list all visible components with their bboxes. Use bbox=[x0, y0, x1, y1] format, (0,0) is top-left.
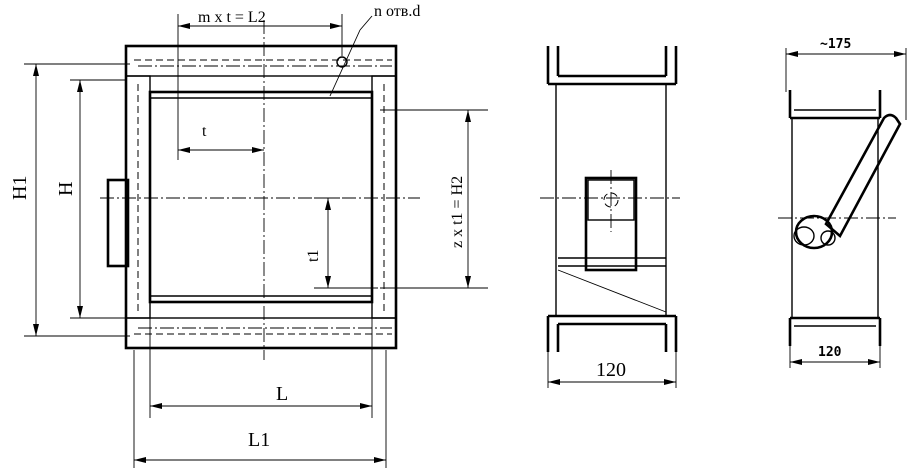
bolt-hole-marker bbox=[336, 56, 348, 68]
dim-l-label: L bbox=[276, 383, 288, 405]
lever-handle bbox=[824, 113, 902, 239]
dim-h-label: H bbox=[55, 182, 77, 196]
front-bottom-flange bbox=[125, 317, 397, 349]
dim-t1-label: t1 bbox=[305, 250, 322, 262]
front-view: m x t = L2 n отв.d t t1 z x t1 = H2 H1 bbox=[9, 3, 488, 468]
side-width-label: 120 bbox=[596, 359, 626, 381]
side-view: 120 bbox=[540, 46, 680, 388]
holes-note-label: n отв.d bbox=[374, 3, 420, 20]
dim-l1-label: L1 bbox=[248, 429, 270, 451]
front-inner-opening bbox=[148, 90, 374, 304]
dim-t-label: t bbox=[202, 123, 207, 140]
end-bottom-width-label: 120 bbox=[818, 345, 842, 360]
dim-l2-label: m x t = L2 bbox=[198, 9, 266, 26]
front-top-flange bbox=[125, 45, 397, 77]
dim-h1-label: H1 bbox=[9, 176, 31, 200]
lever-hub bbox=[794, 214, 834, 250]
end-top-width-label: ~175 bbox=[820, 37, 851, 52]
end-view: ~175 120 bbox=[778, 37, 907, 368]
front-actuator-box bbox=[106, 178, 130, 268]
dim-h2-label: z x t1 = H2 bbox=[449, 176, 466, 248]
